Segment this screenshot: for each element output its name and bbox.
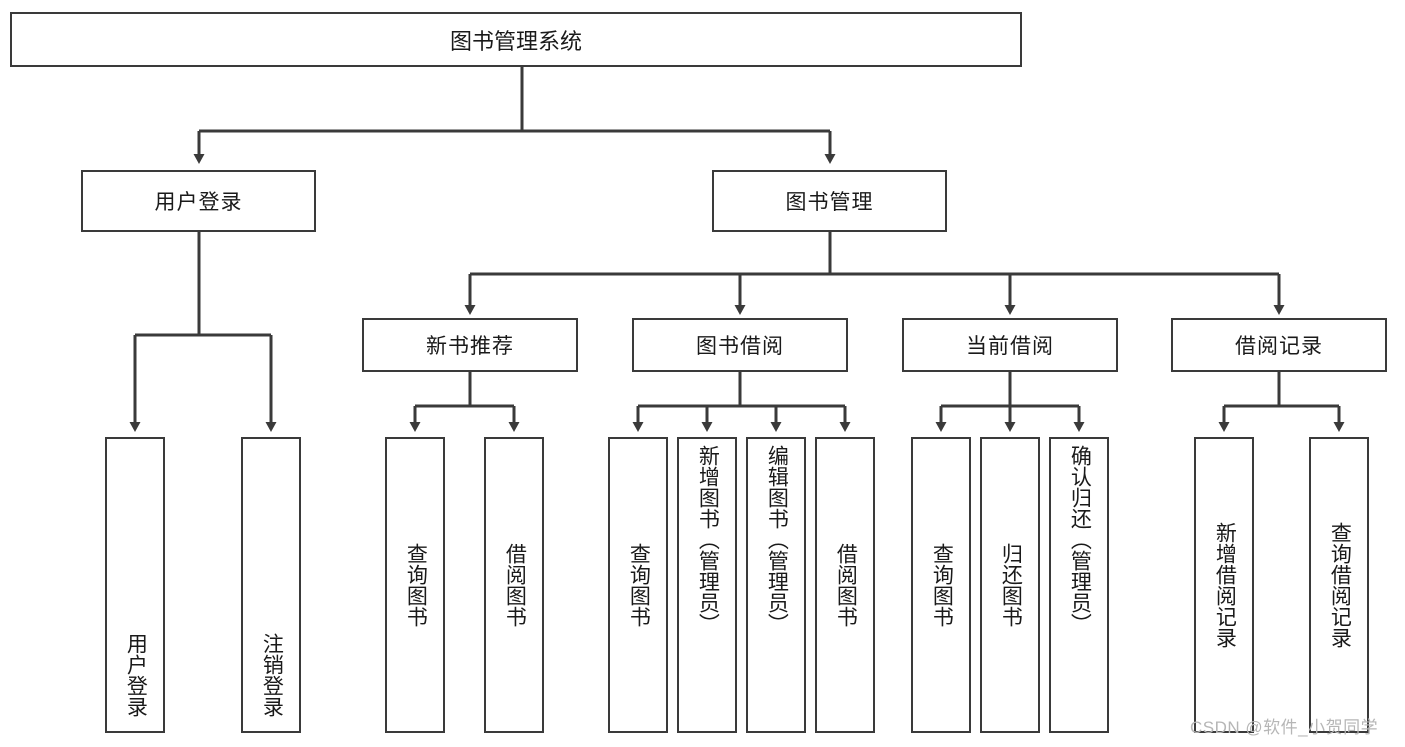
node-leaf-user-logout[interactable]: 注销登录 — [241, 437, 301, 733]
node-leaf-borrow-book-2[interactable]: 借阅图书 — [815, 437, 875, 733]
node-leaf-query-borrow-record[interactable]: 查询借阅记录 — [1309, 437, 1369, 733]
node-leaf-user-login[interactable]: 用户登录 — [105, 437, 165, 733]
node-new-book-recommend[interactable]: 新书推荐 — [362, 318, 578, 372]
node-user-login[interactable]: 用户登录 — [81, 170, 316, 232]
node-leaf-query-book-1[interactable]: 查询图书 — [385, 437, 445, 733]
node-leaf-query-book-3[interactable]: 查询图书 — [911, 437, 971, 733]
node-root-system[interactable]: 图书管理系统 — [10, 12, 1022, 67]
node-leaf-add-book-admin[interactable]: 新增图书（管理员） — [677, 437, 737, 733]
node-leaf-borrow-book-1[interactable]: 借阅图书 — [484, 437, 544, 733]
watermark-text: CSDN @软件_小贺同学 — [1190, 718, 1379, 737]
node-current-borrow[interactable]: 当前借阅 — [902, 318, 1118, 372]
node-leaf-add-borrow-record[interactable]: 新增借阅记录 — [1194, 437, 1254, 733]
node-borrow-record[interactable]: 借阅记录 — [1171, 318, 1387, 372]
node-book-borrow[interactable]: 图书借阅 — [632, 318, 848, 372]
node-leaf-return-book[interactable]: 归还图书 — [980, 437, 1040, 733]
node-leaf-edit-book-admin[interactable]: 编辑图书（管理员） — [746, 437, 806, 733]
node-book-management[interactable]: 图书管理 — [712, 170, 947, 232]
node-leaf-confirm-return-admin[interactable]: 确认归还（管理员） — [1049, 437, 1109, 733]
node-leaf-query-book-2[interactable]: 查询图书 — [608, 437, 668, 733]
